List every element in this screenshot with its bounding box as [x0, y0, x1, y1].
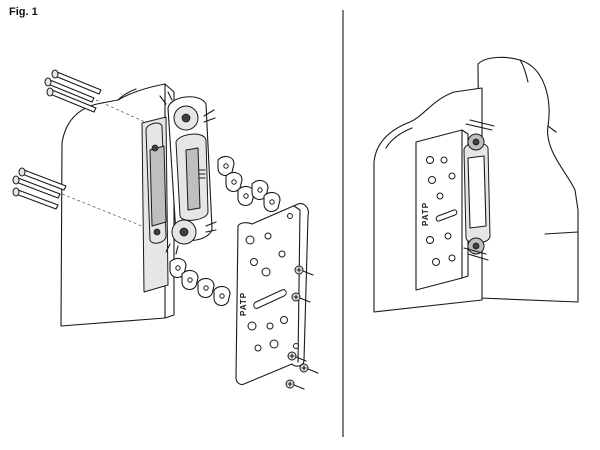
bolts-upper [44, 69, 146, 123]
mounting-plate-exploded: PATP [235, 203, 309, 386]
exploded-view: PATP [12, 69, 319, 390]
mounting-plate-assembled: PATP [415, 129, 469, 291]
plate-marking-exploded: PATP [239, 292, 248, 316]
bolts-lower [12, 167, 143, 227]
shims-upper [217, 155, 281, 213]
hinge-body [145, 96, 213, 245]
hinge-spikes [159, 91, 217, 255]
figure-label: Fig. 1 [9, 6, 38, 18]
hinge-body-installed [463, 133, 491, 255]
hinge-pins [463, 119, 495, 261]
screws [285, 265, 319, 390]
shims-lower [169, 257, 231, 307]
plate-marking-assembled: PATP [421, 202, 430, 226]
assembled-view: PATP [373, 56, 579, 313]
frame-block-rear [477, 56, 579, 303]
